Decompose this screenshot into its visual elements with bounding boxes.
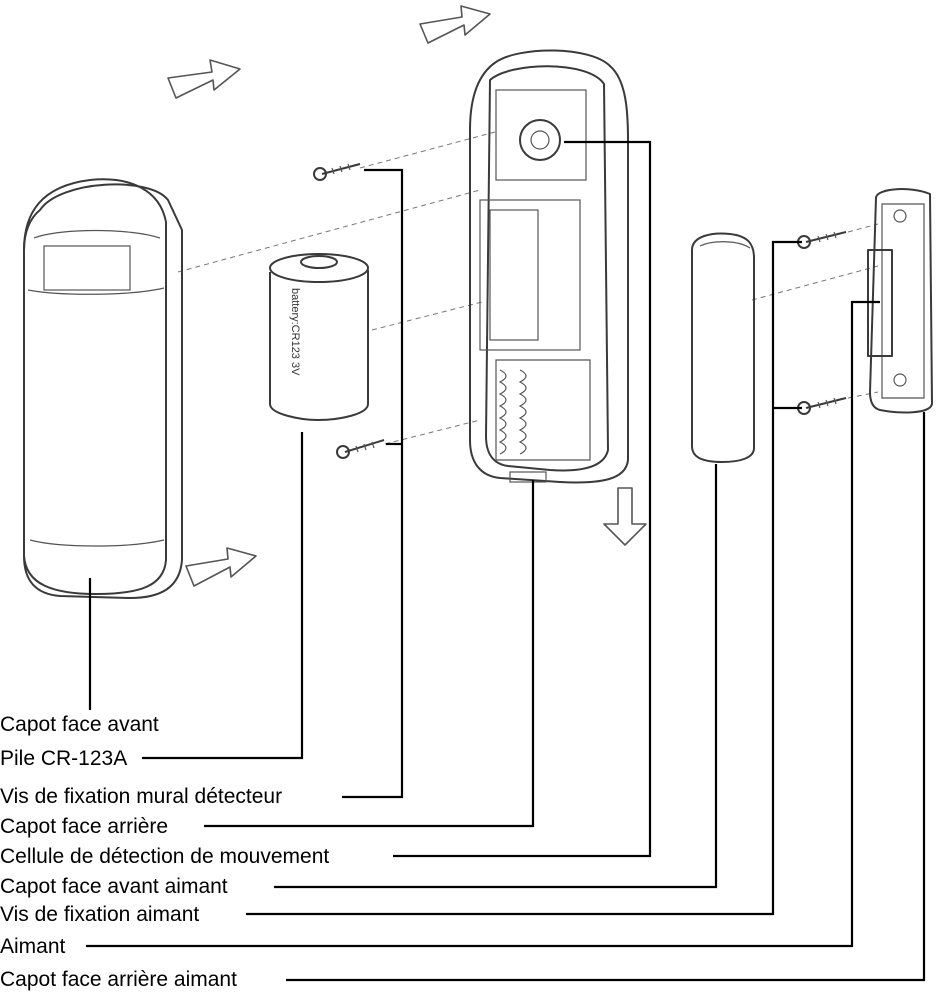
label-rear-cover: Capot face arrière	[0, 815, 169, 838]
rear-housing-part	[469, 49, 629, 484]
screw-icon	[797, 231, 847, 249]
label-magnet-front-cover: Capot face avant aimant	[0, 875, 228, 898]
label-magnet: Aimant	[0, 935, 66, 958]
arrow-icon	[185, 547, 257, 587]
front-cover-part	[23, 178, 183, 599]
screw-icon	[313, 163, 361, 181]
leader-lines	[86, 140, 926, 982]
label-detector-wall-screws: Vis de fixation mural détecteur	[0, 785, 283, 808]
label-motion-sensor: Cellule de détection de mouvement	[0, 845, 330, 868]
arrow-icon	[167, 59, 241, 99]
screw-icon	[797, 397, 847, 415]
label-battery: Pile CR-123A	[0, 747, 128, 770]
label-magnet-screws: Vis de fixation aimant	[0, 903, 200, 926]
battery-part: battery:CR123 3V	[269, 253, 369, 421]
battery-text: battery:CR123 3V	[289, 288, 301, 376]
screw-icon	[336, 439, 385, 459]
magnet-rear-cover-part	[867, 188, 933, 414]
arrow-icon	[419, 5, 491, 44]
label-front-cover: Capot face avant	[0, 713, 159, 736]
magnet-front-cover-part	[691, 232, 755, 463]
arrow-down-icon	[603, 487, 647, 546]
label-magnet-rear-cover: Capot face arrière aimant	[0, 968, 237, 991]
